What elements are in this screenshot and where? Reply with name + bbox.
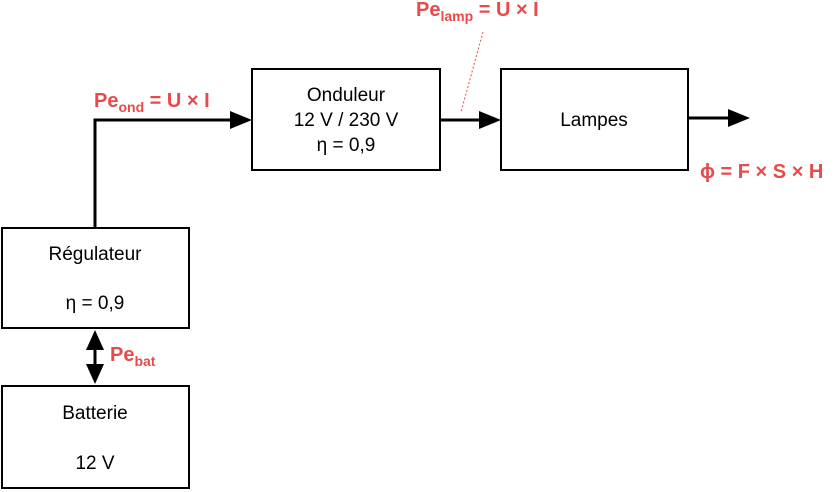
pe-ond-base: Pe bbox=[94, 90, 118, 112]
onduleur-box bbox=[251, 68, 441, 171]
onduleur-to-lampes-arrowhead bbox=[479, 111, 501, 129]
pe-lamp-expression: = U × I bbox=[473, 0, 539, 21]
pe-bat-formula: Pebat bbox=[110, 344, 156, 369]
lampes-title: Lampes bbox=[560, 110, 628, 131]
onduleur-title: Onduleur bbox=[307, 85, 386, 106]
regulateur-batterie-arrowhead-down bbox=[86, 364, 104, 384]
phi-formula: ϕ = F × S × H bbox=[700, 161, 823, 183]
pe-lamp-subscript: lamp bbox=[440, 8, 473, 24]
regulateur-to-onduleur-arrowhead bbox=[230, 111, 252, 129]
pe-ond-expression: = U × I bbox=[144, 90, 210, 112]
lampes-box bbox=[500, 68, 689, 171]
onduleur-block: Onduleur 12 V / 230 V η = 0,9 bbox=[251, 68, 441, 171]
onduleur-spec: 12 V / 230 V bbox=[294, 110, 399, 131]
regulateur-block: Régulateur η = 0,9 bbox=[1, 227, 190, 329]
onduleur-efficiency: η = 0,9 bbox=[317, 135, 376, 156]
pe-lamp-formula: Pelamp = U × I bbox=[416, 0, 539, 24]
batterie-title: Batterie bbox=[62, 403, 127, 424]
lampes-block: Lampes bbox=[500, 68, 689, 171]
lampes-output-arrowhead bbox=[728, 109, 750, 127]
regulateur-batterie-arrowhead-up bbox=[86, 330, 104, 350]
regulateur-efficiency: η = 0,9 bbox=[66, 293, 125, 314]
batterie-voltage: 12 V bbox=[75, 453, 114, 474]
pe-bat-base: Pe bbox=[110, 344, 134, 366]
pe-lamp-base: Pe bbox=[416, 0, 440, 21]
batterie-block: Batterie 12 V bbox=[1, 385, 190, 489]
pe-ond-subscript: ond bbox=[118, 99, 144, 115]
pe-lamp-leader-line bbox=[460, 31, 484, 113]
batterie-box bbox=[1, 385, 190, 489]
pe-ond-formula: Peond = U × I bbox=[94, 90, 210, 115]
regulateur-to-onduleur-connector bbox=[93, 118, 230, 228]
regulateur-title: Régulateur bbox=[49, 244, 143, 265]
pe-bat-subscript: bat bbox=[134, 353, 155, 369]
regulateur-box bbox=[1, 227, 190, 329]
